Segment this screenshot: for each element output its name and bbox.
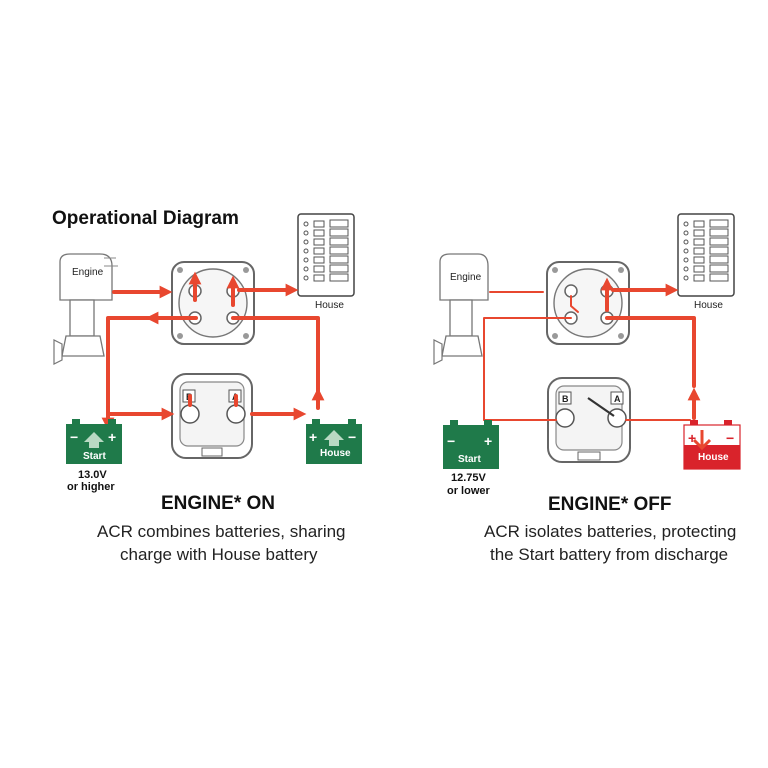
- house-battery-label: House: [698, 452, 729, 463]
- house-battery-plus: +: [309, 429, 317, 445]
- start-battery-label: Start: [458, 454, 481, 465]
- house-battery-minus: −: [726, 430, 734, 446]
- acr-relay-icon: B A: [171, 373, 253, 459]
- start-battery-minus: −: [70, 429, 78, 445]
- start-battery-minus: −: [447, 433, 455, 449]
- start-battery-plus: +: [484, 433, 492, 449]
- outboard-engine-icon: Engine: [433, 253, 489, 365]
- acr-relay-icon: B A: [547, 377, 631, 463]
- right-voltage-line1: 12.75V: [451, 472, 487, 484]
- right-desc-line1: ACR isolates batteries, protecting: [484, 522, 736, 541]
- start-battery-label: Start: [83, 451, 106, 462]
- house-panel-label: House: [315, 300, 344, 311]
- acr-terminal-b-label: B: [562, 394, 569, 404]
- start-battery-plus: +: [108, 429, 116, 445]
- house-distribution-panel-icon: House: [677, 213, 735, 311]
- left-panel-engine-on: Engine House: [53, 213, 362, 564]
- diagram-title: Operational Diagram: [52, 208, 239, 229]
- left-voltage-line1: 13.0V: [78, 469, 107, 481]
- right-heading: ENGINE* OFF: [548, 494, 672, 515]
- left-voltage-line2: or higher: [67, 481, 115, 493]
- house-distribution-panel-icon: House: [297, 213, 355, 311]
- engine-label: Engine: [450, 272, 482, 283]
- house-battery-minus: −: [348, 429, 356, 445]
- house-battery-label: House: [320, 448, 351, 459]
- house-battery-icon: + − House: [683, 420, 741, 470]
- engine-label: Engine: [72, 267, 104, 278]
- acr-open-contact: [587, 397, 615, 417]
- right-wires: [483, 277, 701, 421]
- right-panel-engine-off: Engine House: [433, 213, 741, 564]
- house-battery-plus: +: [688, 430, 696, 446]
- left-heading: ENGINE* ON: [161, 493, 275, 514]
- battery-switch-icon: [546, 261, 630, 345]
- house-panel-label: House: [694, 300, 723, 311]
- right-desc-line2: the Start battery from discharge: [490, 545, 728, 564]
- left-desc-line2: charge with House battery: [120, 545, 318, 564]
- house-battery-icon: + − House: [306, 419, 362, 464]
- right-voltage-line2: or lower: [447, 485, 491, 497]
- left-wires: [101, 271, 325, 431]
- start-battery-icon: − + Start: [66, 419, 122, 464]
- start-battery-icon: − + Start: [443, 420, 499, 469]
- outboard-engine-icon: Engine: [53, 253, 118, 365]
- left-desc-line1: ACR combines batteries, sharing: [97, 522, 346, 541]
- acr-terminal-a-label: A: [614, 394, 621, 404]
- battery-switch-icon: [171, 261, 255, 345]
